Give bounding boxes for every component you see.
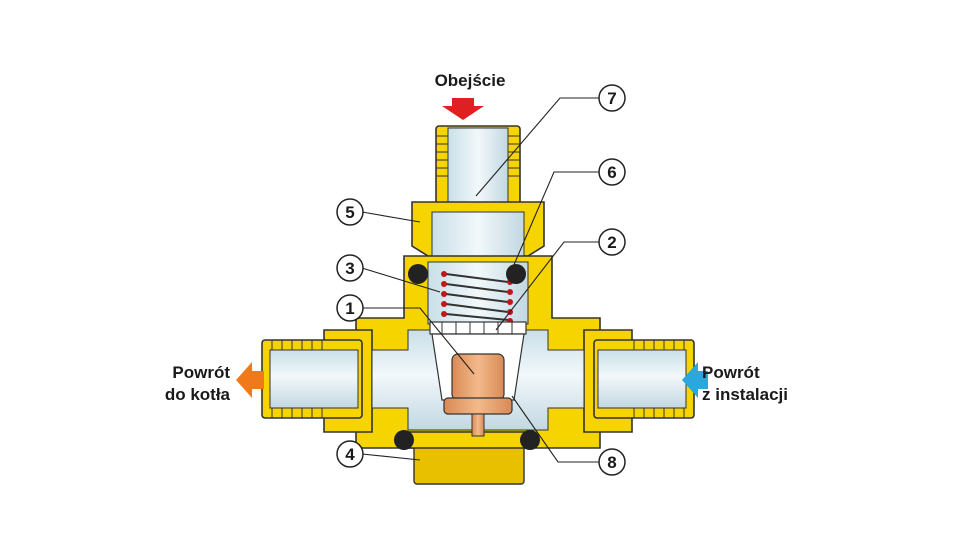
return-install-label-line2: z instalacji bbox=[702, 385, 788, 404]
spring bbox=[445, 273, 509, 321]
svg-text:7: 7 bbox=[607, 89, 616, 108]
right-inlet-bore bbox=[597, 349, 687, 409]
svg-text:1: 1 bbox=[345, 299, 354, 318]
element-base bbox=[443, 397, 513, 415]
bypass-arrow bbox=[442, 98, 484, 120]
svg-text:8: 8 bbox=[607, 453, 616, 472]
right-inlet-threads bbox=[633, 340, 685, 418]
svg-text:4: 4 bbox=[345, 445, 355, 464]
svg-text:6: 6 bbox=[607, 163, 616, 182]
seal-upper-right bbox=[506, 264, 526, 284]
left-outlet-threads bbox=[271, 340, 323, 418]
return-boiler-arrow bbox=[236, 362, 264, 398]
return-boiler-label-line2: do kotła bbox=[165, 385, 231, 404]
leader-lines bbox=[361, 97, 600, 463]
bypass-label: Obejście bbox=[435, 71, 506, 90]
return-install-arrow bbox=[682, 362, 708, 398]
top-inlet-threads bbox=[436, 135, 520, 177]
callout-5: 5 bbox=[336, 198, 364, 226]
return-install-label-line1: Powrót bbox=[702, 363, 760, 382]
seal-lower-left bbox=[394, 430, 414, 450]
callout-6: 6 bbox=[598, 158, 626, 186]
seal-lower-right bbox=[520, 430, 540, 450]
thermostatic-element bbox=[451, 353, 505, 401]
callout-4: 4 bbox=[336, 440, 364, 468]
o-ring-seals bbox=[394, 264, 540, 450]
seal-upper-left bbox=[408, 264, 428, 284]
union-bore bbox=[431, 211, 525, 257]
callout-3: 3 bbox=[336, 254, 364, 282]
svg-text:3: 3 bbox=[345, 259, 354, 278]
callout-2: 2 bbox=[598, 228, 626, 256]
left-outlet-bore bbox=[269, 349, 359, 409]
bottom-plug bbox=[413, 443, 525, 485]
svg-text:2: 2 bbox=[607, 233, 616, 252]
return-boiler-label-line1: Powrót bbox=[172, 363, 230, 382]
bottom-plug-flange bbox=[403, 431, 535, 449]
svg-text:5: 5 bbox=[345, 203, 354, 222]
element-pin bbox=[471, 413, 485, 437]
callout-8: 8 bbox=[598, 448, 626, 476]
callout-1: 1 bbox=[336, 294, 364, 322]
callout-7: 7 bbox=[598, 84, 626, 112]
